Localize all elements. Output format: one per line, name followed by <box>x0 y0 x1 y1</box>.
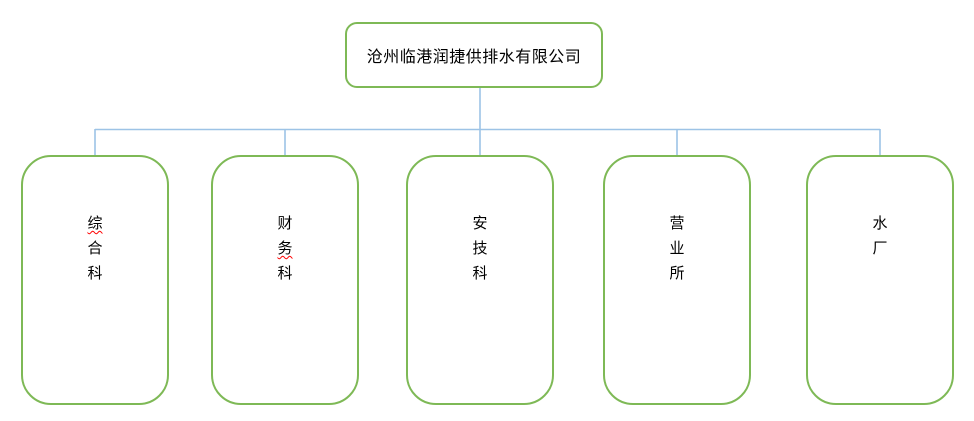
dept-label-char: 科 <box>277 266 293 282</box>
dept-label-char: 务 <box>277 241 293 257</box>
company-root-box: 沧州临港润捷供排水有限公司 <box>345 22 603 88</box>
dept-label: 安技科 <box>408 212 552 287</box>
dept-label-char: 科 <box>472 266 488 282</box>
dept-box-caiwu-ke: 财务科 <box>211 155 359 405</box>
dept-label: 综合科 <box>23 212 167 287</box>
dept-label-char: 水 <box>872 216 888 232</box>
dept-label: 财务科 <box>213 212 357 287</box>
dept-label: 营业所 <box>605 212 749 287</box>
dept-label: 水厂 <box>808 212 952 262</box>
company-name: 沧州临港润捷供排水有限公司 <box>366 49 582 66</box>
dept-label-char: 营 <box>669 216 685 232</box>
dept-label-char: 财 <box>277 216 293 232</box>
dept-box-anji-ke: 安技科 <box>406 155 554 405</box>
dept-box-shuichang: 水厂 <box>806 155 954 405</box>
dept-label-char: 所 <box>669 266 685 282</box>
dept-box-yingye-suo: 营业所 <box>603 155 751 405</box>
dept-box-zonghe-ke: 综合科 <box>21 155 169 405</box>
dept-label-char: 技 <box>472 241 488 257</box>
dept-label-char: 业 <box>669 241 685 257</box>
dept-label-char: 综 <box>87 216 103 232</box>
dept-label-char: 合 <box>87 241 103 257</box>
dept-label-char: 安 <box>472 216 488 232</box>
dept-label-char: 厂 <box>872 241 888 257</box>
dept-label-char: 科 <box>87 266 103 282</box>
